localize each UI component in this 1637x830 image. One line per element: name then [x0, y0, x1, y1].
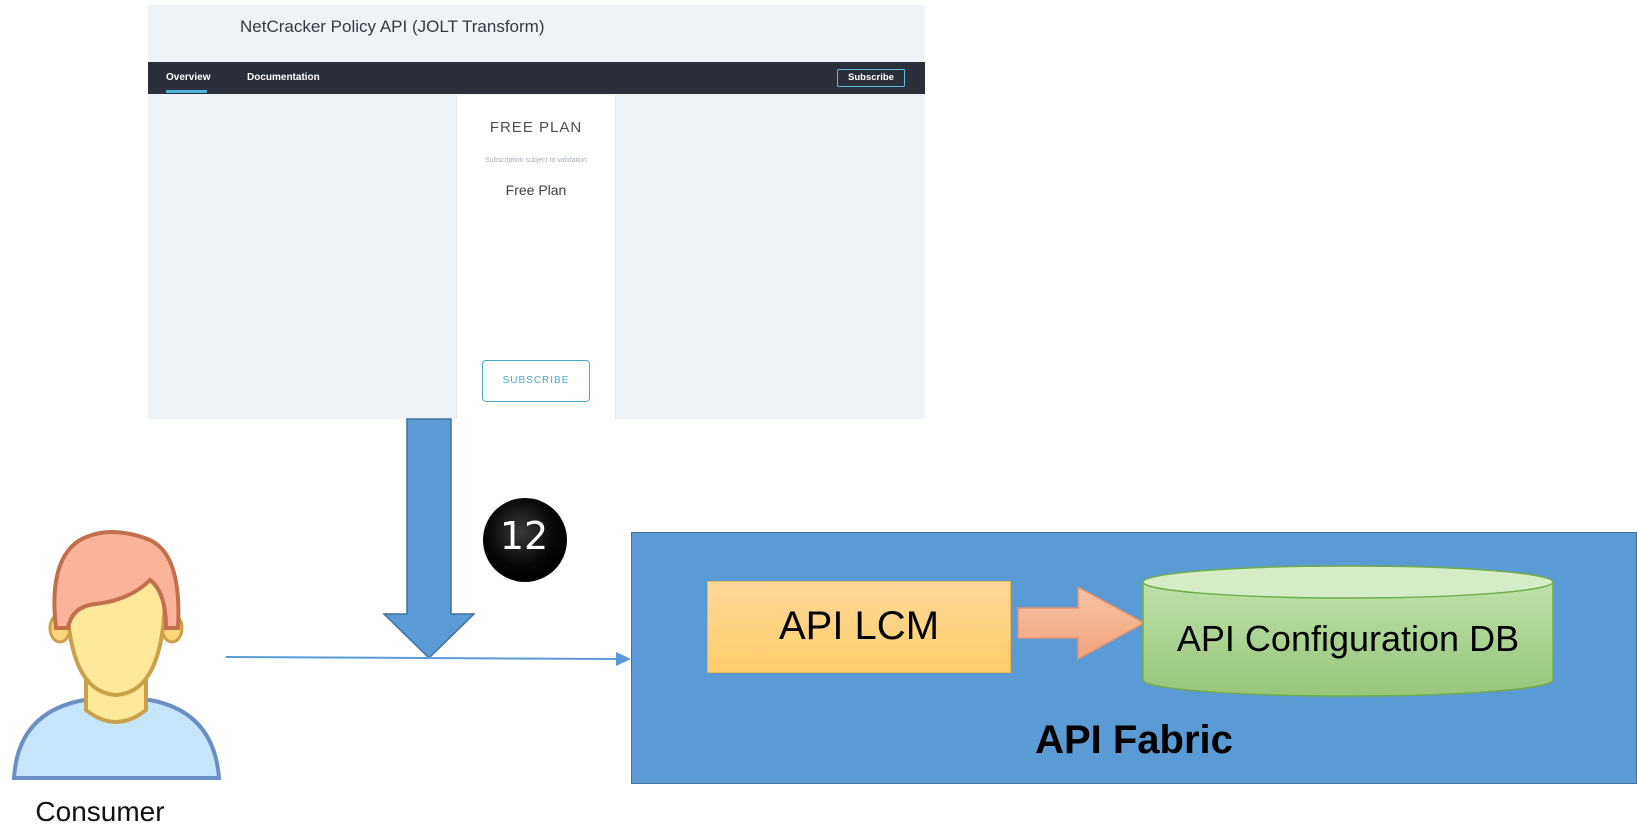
consumer-connector-line [225, 656, 619, 660]
config-db-label: API Configuration DB [1176, 618, 1520, 659]
connector-arrowhead [616, 652, 631, 666]
tab-overview[interactable]: Overview [166, 72, 211, 83]
db-body [1142, 581, 1554, 697]
consumer-label: Consumer [35, 796, 165, 827]
nav-subscribe-button[interactable]: Subscribe [837, 69, 905, 87]
down-arrow [382, 418, 476, 660]
plan-card: FREE PLAN Subscription subject to valida… [456, 95, 616, 419]
plan-title: Free Plan [505, 182, 567, 198]
api-fabric-label: API Fabric [1035, 718, 1233, 762]
plan-name: FREE PLAN [489, 119, 583, 136]
flow-arrow-overlay [1017, 585, 1146, 661]
active-tab-indicator [166, 90, 207, 93]
plan-validation-note: Subscription subject to validation [485, 157, 587, 164]
api-portal-screenshot: NetCracker Policy API (JOLT Transform) O… [148, 5, 925, 419]
tab-documentation[interactable]: Documentation [247, 72, 320, 83]
consumer-person-icon [11, 530, 222, 780]
api-lcm-box [707, 581, 1011, 673]
plan-subscribe-button[interactable]: SUBSCRIBE [482, 360, 590, 402]
portal-nav-bar: Overview Documentation Subscribe [148, 62, 925, 94]
step-number: 12 [499, 514, 549, 558]
api-lcm-label: API LCM [778, 604, 940, 648]
db-top [1142, 565, 1554, 599]
step-badge-circle [483, 498, 567, 582]
portal-title: NetCracker Policy API (JOLT Transform) [240, 17, 545, 36]
